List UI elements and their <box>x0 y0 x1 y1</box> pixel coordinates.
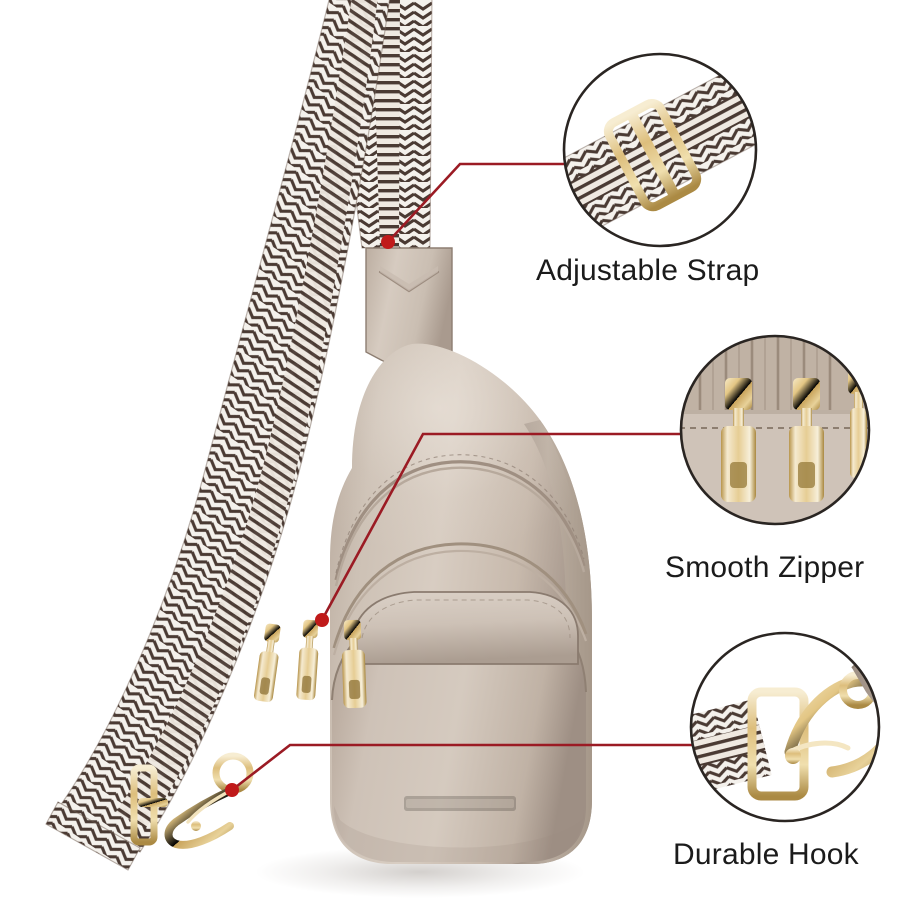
secondary-zipper-seam <box>332 542 588 656</box>
strap-end-loop <box>45 764 168 871</box>
callout-leader-lines <box>225 162 692 797</box>
callout-label-smooth-zipper: Smooth Zipper <box>665 551 865 584</box>
shoulder-strap <box>45 0 433 871</box>
leader-dot-adjustable-strap <box>381 235 395 249</box>
bag-zipper-pulls <box>253 619 367 709</box>
pocket-flap <box>351 591 579 665</box>
leader-durable-hook <box>231 743 692 792</box>
leader-dot-durable-hook <box>225 783 239 797</box>
callout-circle-adjustable-strap <box>562 52 758 248</box>
leader-dot-smooth-zipper <box>315 613 329 627</box>
callout-circle-smooth-zipper <box>679 334 871 526</box>
leader-smooth-zipper <box>320 432 682 621</box>
callout-label-adjustable-strap: Adjustable Strap <box>536 254 760 287</box>
sling-bag <box>330 247 592 864</box>
bag-top-tab <box>365 247 453 373</box>
embossed-logo <box>404 796 516 811</box>
callout-label-durable-hook: Durable Hook <box>673 838 859 871</box>
bag-front-pocket <box>332 612 586 862</box>
main-zipper-seam <box>334 454 586 587</box>
leader-adjustable-strap <box>387 162 564 243</box>
